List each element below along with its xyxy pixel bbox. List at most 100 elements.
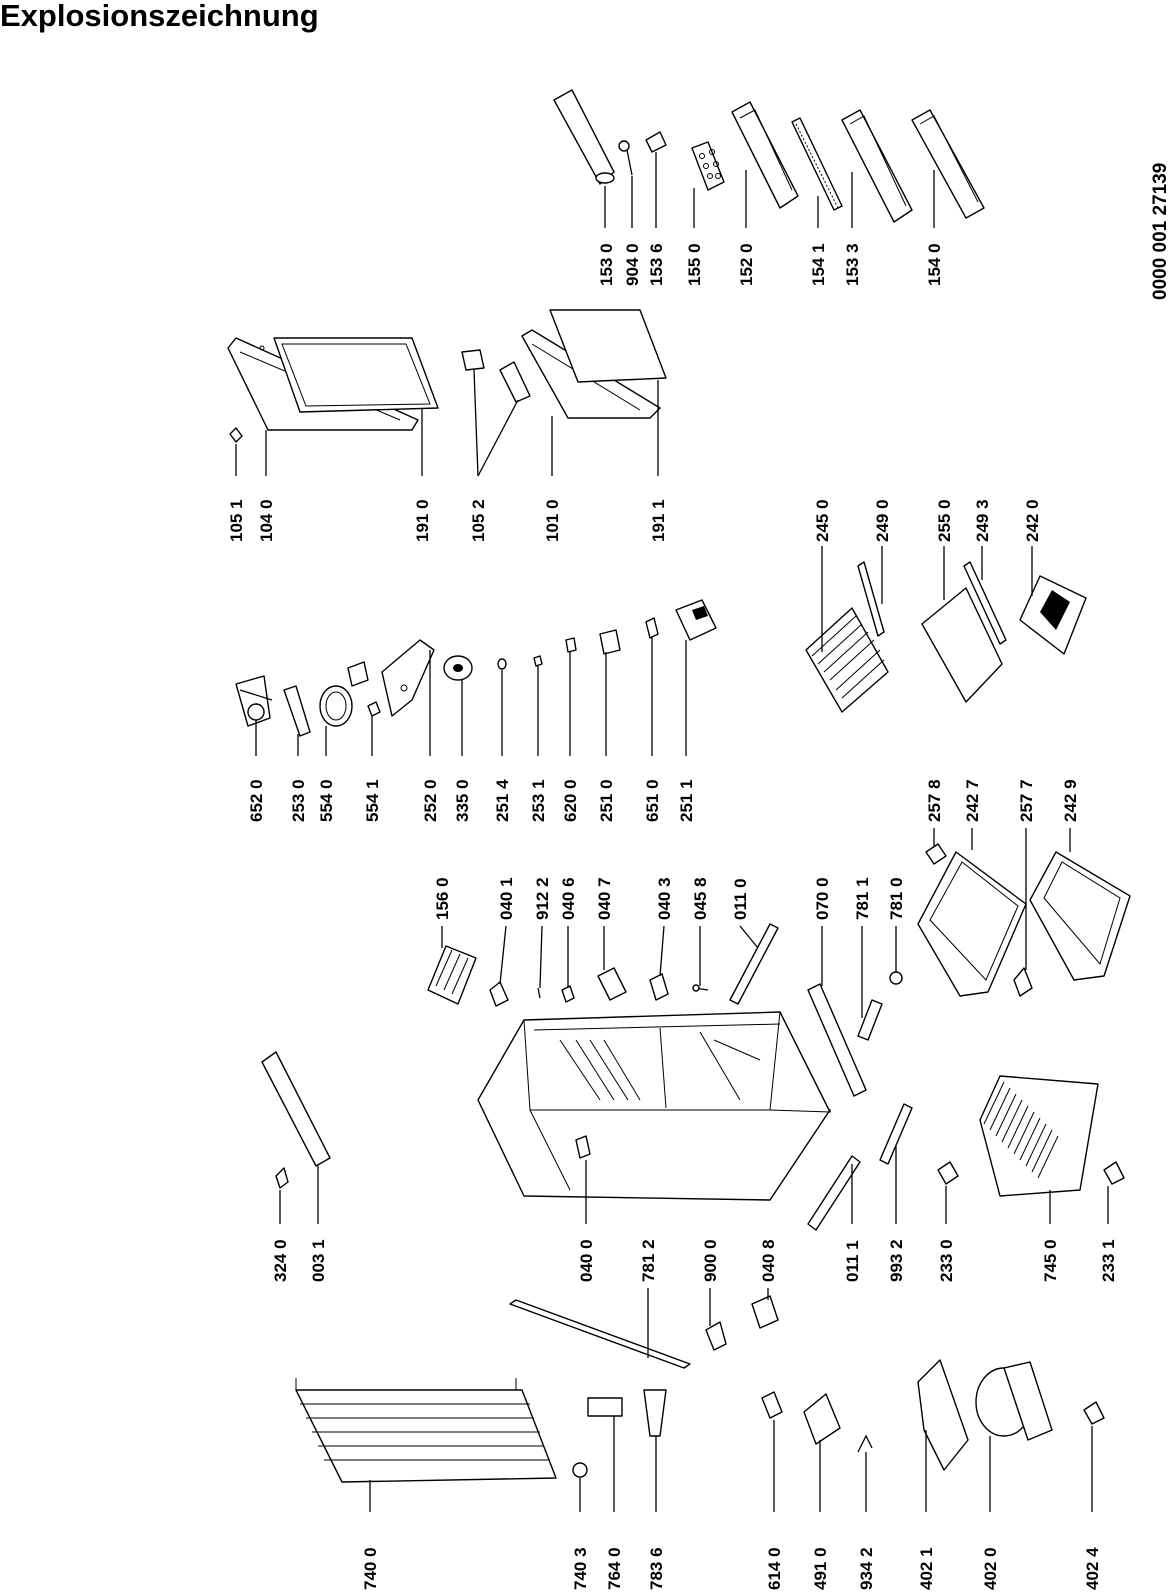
part-drawing-781-0	[889, 971, 903, 985]
label-040-1: 040 1	[497, 877, 516, 920]
part-drawing-040-6	[561, 985, 575, 1003]
part-drawing-402-1	[917, 1359, 969, 1471]
part-drawing-242-9	[1029, 851, 1131, 981]
label-249-3: 249 3	[973, 499, 992, 542]
label-003-1: 003 1	[309, 1239, 328, 1282]
part-drawing-242-7	[917, 851, 1027, 997]
part-drawing-249-0	[857, 561, 885, 637]
part-drawing-324-0	[275, 1167, 289, 1189]
label-620-0: 620 0	[561, 779, 580, 822]
part-drawing-153-6	[645, 131, 667, 153]
label-253-1: 253 1	[529, 779, 548, 822]
part-drawing-245-0	[805, 607, 889, 713]
label-105-1: 105 1	[227, 499, 246, 542]
part-drawing-253-1	[533, 655, 543, 667]
label-255-0: 255 0	[935, 499, 954, 542]
label-153-0: 153 0	[597, 243, 616, 286]
part-drawing-011-0	[729, 923, 779, 1005]
part-drawing-764-0	[587, 1397, 623, 1417]
part-drawing-993-2	[879, 1103, 913, 1165]
label-652-0: 652 0	[247, 779, 266, 822]
label-153-3: 153 3	[843, 243, 862, 286]
label-554-0: 554 0	[317, 779, 336, 822]
part-drawing-402-0	[975, 1361, 1053, 1441]
label-242-0: 242 0	[1023, 499, 1042, 542]
part-drawing-153-0	[553, 89, 615, 185]
part-drawing-257-7	[1013, 967, 1033, 997]
part-drawing-912-2	[537, 987, 541, 999]
label-233-1: 233 1	[1099, 1239, 1118, 1282]
part-drawing-335-0	[443, 655, 473, 681]
part-drawing-402-4	[1083, 1401, 1105, 1425]
label-233-0: 233 0	[937, 1239, 956, 1282]
label-904-0: 904 0	[623, 243, 642, 286]
part-drawing-040-8	[751, 1295, 779, 1329]
label-040-6: 040 6	[559, 877, 578, 920]
label-045-8: 045 8	[691, 877, 710, 920]
label-153-6: 153 6	[647, 243, 666, 286]
label-740-3: 740 3	[571, 1547, 590, 1590]
label-402-0: 402 0	[981, 1547, 1000, 1590]
part-drawing-614-0	[761, 1391, 783, 1419]
label-993-2: 993 2	[887, 1239, 906, 1282]
part-drawing-904-0	[618, 140, 633, 176]
part-drawing-554-0	[319, 685, 353, 727]
part-drawing-554-1	[347, 661, 381, 717]
label-324-0: 324 0	[271, 1239, 290, 1282]
label-251-4: 251 4	[493, 779, 512, 822]
part-drawing-154-0	[911, 109, 985, 219]
label-781-0: 781 0	[887, 877, 906, 920]
label-934-2: 934 2	[857, 1547, 876, 1590]
part-drawing-045-8	[692, 984, 709, 992]
label-242-9: 242 9	[1061, 779, 1080, 822]
part-drawing-011-1	[807, 1155, 861, 1231]
part-drawing-105-2	[461, 349, 531, 403]
part-drawing-153-3	[841, 109, 913, 223]
label-257-7: 257 7	[1017, 779, 1036, 822]
part-drawing-783-6	[643, 1389, 667, 1437]
part-drawing-152-0	[731, 101, 799, 209]
label-104-0: 104 0	[257, 499, 276, 542]
label-245-0: 245 0	[813, 499, 832, 542]
label-257-8: 257 8	[925, 779, 944, 822]
part-drawing-251-1	[675, 599, 717, 641]
label-040-0: 040 0	[577, 1239, 596, 1282]
label-740-0: 740 0	[361, 1547, 380, 1590]
part-drawing-255-0	[921, 587, 1003, 703]
label-554-1: 554 1	[363, 779, 382, 822]
page-title: Explosionszeichnung	[0, 0, 319, 33]
label-253-0: 253 0	[289, 779, 308, 822]
part-drawing-251-0	[599, 629, 621, 655]
label-242-7: 242 7	[963, 779, 982, 822]
part-drawing-651-0	[645, 617, 659, 639]
part-drawing-781-1	[857, 999, 883, 1041]
part-drawing-233-0	[937, 1161, 959, 1185]
label-191-0: 191 0	[413, 499, 432, 542]
label-191-1: 191 1	[649, 499, 668, 542]
part-drawing-652-0	[235, 675, 273, 727]
part-drawing-191-1	[549, 309, 667, 383]
part-drawing-257-8	[925, 843, 947, 865]
label-101-0: 101 0	[543, 499, 562, 542]
part-drawing-900-0	[705, 1321, 727, 1351]
label-011-0: 011 0	[731, 878, 750, 920]
part-drawing-233-1	[1103, 1161, 1125, 1185]
part-drawing-620-0	[565, 637, 577, 653]
label-070-0: 070 0	[813, 877, 832, 920]
label-249-0: 249 0	[873, 499, 892, 542]
part-drawing-155-0	[691, 141, 725, 191]
label-155-0: 155 0	[685, 243, 704, 286]
part-drawing-251-4	[497, 658, 507, 670]
part-drawing-242-0	[1019, 575, 1087, 655]
part-drawing-740-3	[572, 1462, 588, 1478]
part-drawing-249-3	[963, 561, 1007, 645]
label-402-1: 402 1	[917, 1547, 936, 1590]
label-251-1: 251 1	[677, 779, 696, 822]
part-drawing-252-0	[381, 639, 435, 717]
label-156-0: 156 0	[433, 877, 452, 920]
label-154-1: 154 1	[809, 243, 828, 286]
part-drawing-191-0	[273, 337, 439, 413]
part-drawing-491-0	[803, 1393, 841, 1445]
part-drawing-040-1	[489, 981, 509, 1007]
label-614-0: 614 0	[765, 1547, 784, 1590]
